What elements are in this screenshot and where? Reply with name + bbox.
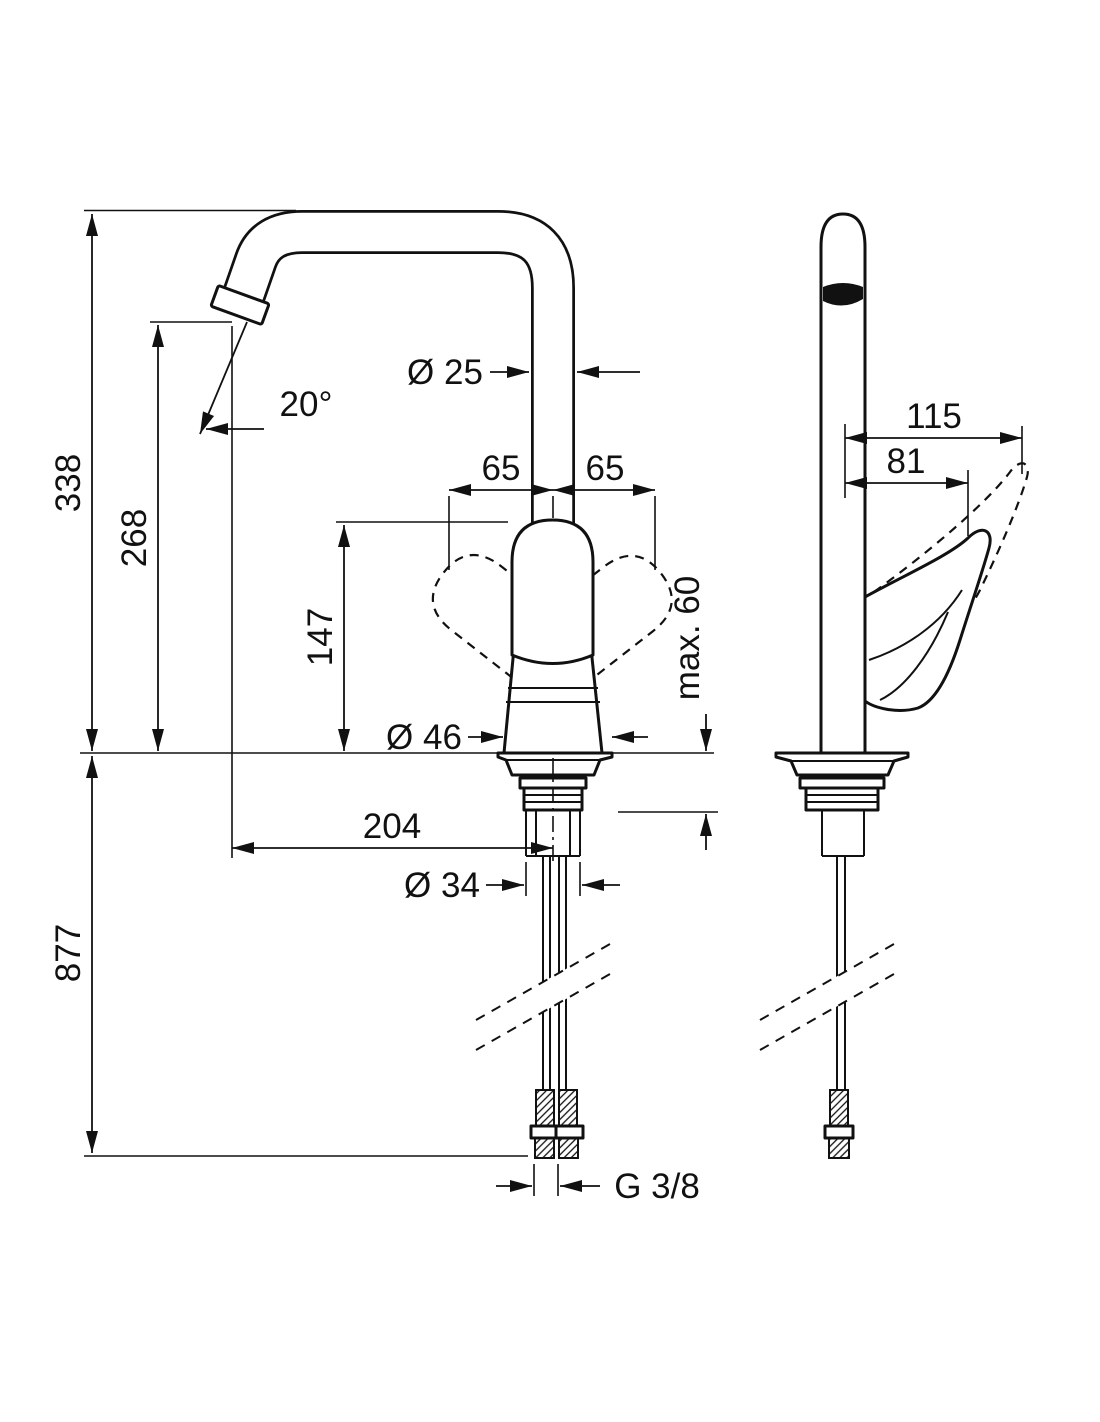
dim-spout-angle: 20° (199, 321, 333, 435)
dim-total-height-label: 338 (49, 454, 88, 512)
dim-hose-length: 877 (49, 756, 528, 1157)
dim-spout-pipe-diameter: Ø 25 (407, 353, 640, 392)
dim-total-height: 338 (49, 209, 296, 751)
dim-connection-thread-label: G 3/8 (614, 1167, 700, 1206)
base-plate-front (496, 751, 614, 857)
break-gap-side (760, 944, 894, 1050)
break-gap-front (476, 944, 610, 1050)
dim-shank-diameter-label: Ø 34 (404, 866, 480, 905)
dim-spout-angle-label: 20° (280, 385, 333, 424)
body-side (819, 212, 867, 755)
aerator-front (209, 284, 271, 326)
supply-hose-side (759, 856, 895, 1090)
dim-shank-diameter: Ø 34 (404, 862, 620, 905)
break-line-side-2 (759, 973, 895, 1051)
dim-spout-height: 268 (115, 321, 232, 751)
dim-depth-handle: 81 (845, 442, 969, 536)
break-line-front-2 (475, 973, 611, 1051)
dim-spout-reach-label: 204 (363, 807, 421, 846)
dim-handle-swing-right-label: 65 (586, 449, 625, 488)
base-plate-side (774, 751, 910, 857)
dim-handle-swing: 65 65 (448, 449, 656, 570)
spout-outlet-side (823, 283, 863, 306)
dim-body-diameter: Ø 46 (386, 718, 648, 757)
handle-side (863, 528, 992, 712)
break-line-front-1 (475, 943, 611, 1021)
handle-swivel-range-dashed (431, 553, 673, 690)
dim-handle-height: 147 (301, 521, 508, 751)
handle-front (510, 518, 595, 665)
dim-depth-handle-raised: 115 (844, 397, 1023, 498)
dim-max-counter-thickness: max. 60 (618, 576, 718, 850)
dim-depth-handle-raised-label: 115 (906, 397, 962, 436)
front-view: 338 268 20° Ø 25 65 65 (49, 209, 718, 1206)
dim-spout-height-label: 268 (115, 509, 154, 567)
break-line-side-1 (759, 943, 895, 1021)
side-view: 115 81 (759, 212, 1029, 1159)
dim-depth-handle-label: 81 (887, 442, 926, 481)
hose-connectors-front (529, 1089, 585, 1159)
dim-handle-swing-left-label: 65 (482, 449, 521, 488)
spout-front (209, 210, 575, 558)
handle-side-raised-dashed (873, 462, 1029, 633)
hose-connector-side (823, 1089, 855, 1159)
supply-hoses-front (475, 856, 611, 1090)
dim-hose-length-label: 877 (49, 924, 88, 982)
dim-spout-reach: 204 (231, 326, 554, 866)
dim-body-diameter-label: Ø 46 (386, 718, 462, 757)
dim-connection-thread: G 3/8 (496, 1164, 700, 1206)
dim-handle-height-label: 147 (301, 608, 340, 666)
dim-max-counter-thickness-label: max. 60 (668, 576, 707, 701)
dim-spout-pipe-diameter-label: Ø 25 (407, 353, 483, 392)
